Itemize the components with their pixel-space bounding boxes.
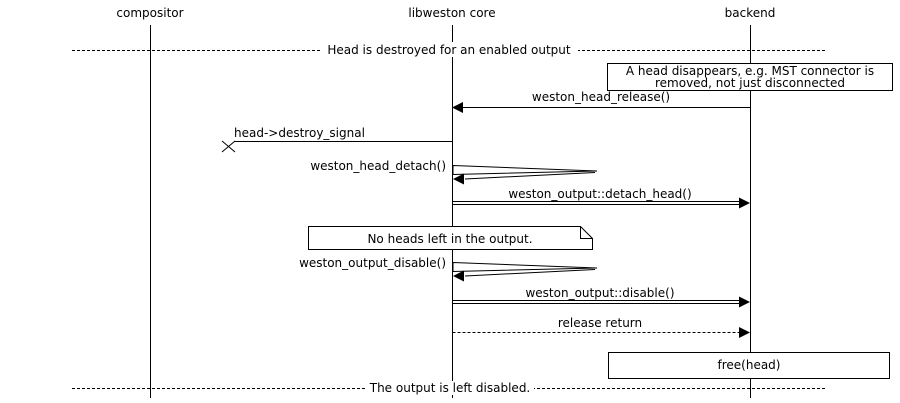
self-message-loop-icon [452,261,598,273]
divider-top: Head is destroyed for an enabled output [72,42,825,57]
message-head-destroy-signal: head->destroy_signal [221,126,453,153]
message-weston-output-disable-fn: weston_output_disable() [299,256,598,282]
note-fold-corner-icon [580,226,593,239]
arrowhead-left-icon [452,102,463,113]
message-weston-output-disable-method-label: weston_output::disable() [525,286,674,300]
message-weston-output-detach-head: weston_output::detach_head() [452,187,750,209]
note-head-disappears-box [607,63,893,91]
divider-bottom-label-mask [366,381,534,395]
action-free-head: free(head) [608,352,890,379]
divider-bottom: The output is left disabled. [72,381,825,395]
actor-label-backend: backend [725,6,776,20]
divider-top-label: Head is destroyed for an enabled output [327,43,571,57]
actor-label-compositor: compositor [116,6,183,20]
self-message-loop-icon [452,164,598,176]
arrowhead-right-icon [739,296,750,308]
lost-message-x-icon [221,140,236,153]
message-release-return-label: release return [558,316,642,330]
arrowhead-right-icon [739,327,750,338]
message-weston-head-detach-label: weston_head_detach() [310,159,446,173]
message-weston-head-detach-return-line [464,172,596,180]
arrowhead-left-icon [453,173,464,185]
divider-bottom-label: The output is left disabled. [369,381,531,395]
divider-top-label-mask [320,42,578,57]
arrowhead-left-icon [453,270,464,282]
message-head-destroy-signal-label: head->destroy_signal [234,126,365,140]
message-weston-head-detach: weston_head_detach() [310,159,598,185]
note-head-disappears-line2: removed, not just disconnected [655,76,845,90]
message-weston-output-disable-fn-label: weston_output_disable() [299,256,446,270]
message-release-return: release return [452,316,750,338]
message-weston-head-release-label: weston_head_release() [532,90,670,104]
note-no-heads-left: No heads left in the output. [308,226,593,250]
note-head-disappears: A head disappears, e.g. MST connector is… [607,63,893,91]
message-weston-output-detach-head-label: weston_output::detach_head() [508,187,691,201]
note-no-heads-left-box [308,226,593,250]
arrowhead-right-icon [739,197,750,209]
action-free-head-label: free(head) [718,358,781,372]
message-weston-output-disable-method: weston_output::disable() [452,286,750,308]
action-free-head-box [608,352,890,379]
note-no-heads-left-label: No heads left in the output. [367,232,532,246]
message-weston-output-disable-fn-return-line [464,269,596,277]
actor-label-libweston-core: libweston core [408,6,495,20]
note-head-disappears-line1: A head disappears, e.g. MST connector is [626,64,874,78]
message-weston-head-release: weston_head_release() [452,90,751,113]
